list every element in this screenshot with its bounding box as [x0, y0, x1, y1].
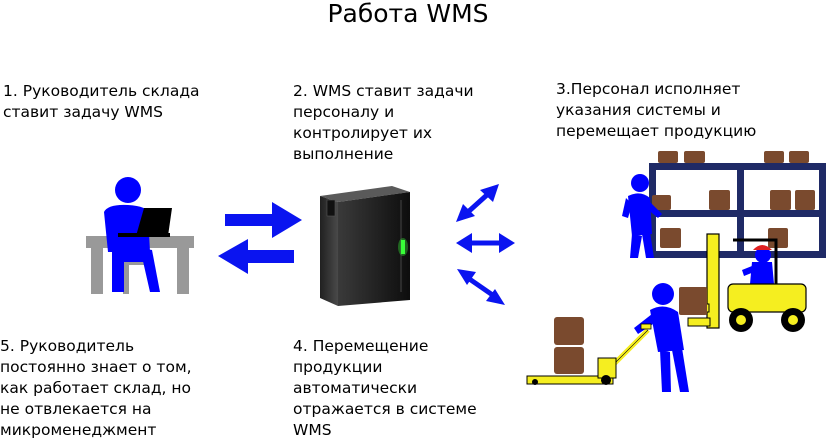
- step-1-text: 1. Руководитель склада ставит задачу WMS: [3, 81, 200, 123]
- arrow-right-to-wms: [225, 202, 302, 238]
- step-5-text: 5. Руководитель постоянно знает о том, к…: [0, 336, 192, 441]
- step-4-line: продукции: [293, 358, 383, 376]
- worker-icon: [622, 174, 662, 258]
- step-4-line: отражается в системе: [293, 400, 477, 418]
- step-2-text: 2. WMS ставит задачи персоналу и контрол…: [293, 81, 474, 165]
- step-4-line: 4. Перемещение: [293, 337, 429, 355]
- step-4-text: 4. Перемещение продукции автоматически о…: [293, 336, 477, 441]
- step-1-line: 1. Руководитель склада: [3, 82, 200, 100]
- manager-icon: [86, 177, 194, 294]
- step-3-line: указания системы и: [556, 101, 721, 119]
- step-4-line: WMS: [293, 421, 332, 439]
- step-1-line: ставит задачу WMS: [3, 103, 163, 121]
- step-5-line: не отвлекается на: [0, 400, 152, 418]
- server-icon: [320, 186, 410, 306]
- step-2-line: 2. WMS ставит задачи: [293, 82, 474, 100]
- forklift-icon: [679, 233, 807, 332]
- step-2-line: контролирует их: [293, 124, 433, 142]
- step-3-line: перемещает продукцию: [556, 122, 757, 140]
- step-5-line: 5. Руководитель: [0, 337, 135, 355]
- double-arrow-down: [457, 269, 505, 305]
- step-3-text: 3.Персонал исполняет указания системы и …: [556, 79, 756, 142]
- step-2-line: выполнение: [293, 145, 394, 163]
- double-arrow-up: [456, 184, 499, 222]
- step-3-line: 3.Персонал исполняет: [556, 80, 741, 98]
- step-2-line: персоналу и: [293, 103, 395, 121]
- pallet-jack-icon: [526, 317, 652, 385]
- step-4-line: автоматически: [293, 379, 418, 397]
- step-5-line: как работает склад, но: [0, 379, 192, 397]
- arrow-left-to-manager: [218, 239, 294, 274]
- diagram-title: Работа WMS: [327, 0, 489, 28]
- step-5-line: постоянно знает о том,: [0, 358, 192, 376]
- double-arrow-horizontal: [456, 233, 515, 253]
- shelving-rack-icon: [649, 151, 826, 258]
- step-5-line: микроменеджмент: [0, 421, 157, 439]
